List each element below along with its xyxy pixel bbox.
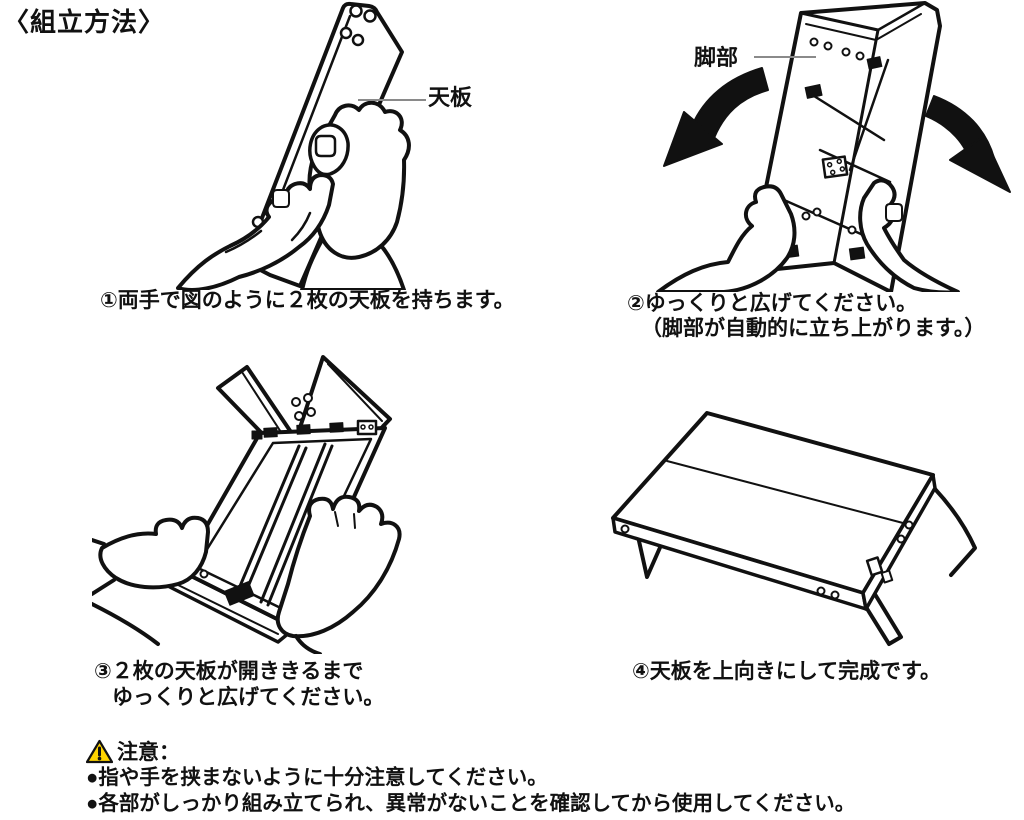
step3-illustration <box>92 355 402 654</box>
right-hand <box>300 100 411 290</box>
left-hand <box>176 173 335 290</box>
step3-caption-line1: ③２枚の天板が開ききるまで <box>94 660 364 683</box>
right-hand <box>275 494 402 654</box>
step2-caption-line1: ②ゆっくりと広げてください。 <box>627 292 918 315</box>
kyakubu-leader-line <box>754 56 816 58</box>
page-title: 〈組立方法〉 <box>3 7 166 37</box>
caution-heading: 注意： <box>117 741 180 764</box>
caution-item: ●各部がしっかり組み立てられ、異常がないことを確認してから使用してください。 <box>86 792 856 815</box>
opening-tabletop <box>160 355 392 644</box>
step4-illustration <box>611 411 977 646</box>
step4-caption: ④天板を上向きにして完成です。 <box>632 660 942 683</box>
open-arrow-right <box>925 95 1011 193</box>
step1-illustration <box>176 1 411 290</box>
step3-caption-line2: ゆっくりと広げてください。 <box>112 686 385 709</box>
left-hand <box>656 184 797 292</box>
right-hand <box>858 178 960 292</box>
open-arrow-left <box>663 67 769 167</box>
warning-triangle-icon <box>86 739 113 764</box>
step2-caption-line2: （脚部が自動的に立ち上がります。） <box>641 317 986 340</box>
part-label-kyakubu: 脚部 <box>694 45 739 70</box>
part-label-tenban: 天板 <box>428 85 473 110</box>
tenban-leader-line <box>358 99 426 101</box>
step2-illustration <box>656 1 1011 292</box>
caution-item: ●指や手を挟まないように十分注意してください。 <box>86 766 548 789</box>
left-hand <box>92 515 210 646</box>
step1-caption: ①両手で図のように２枚の天板を持ちます。 <box>100 289 515 312</box>
finished-table <box>611 411 977 646</box>
